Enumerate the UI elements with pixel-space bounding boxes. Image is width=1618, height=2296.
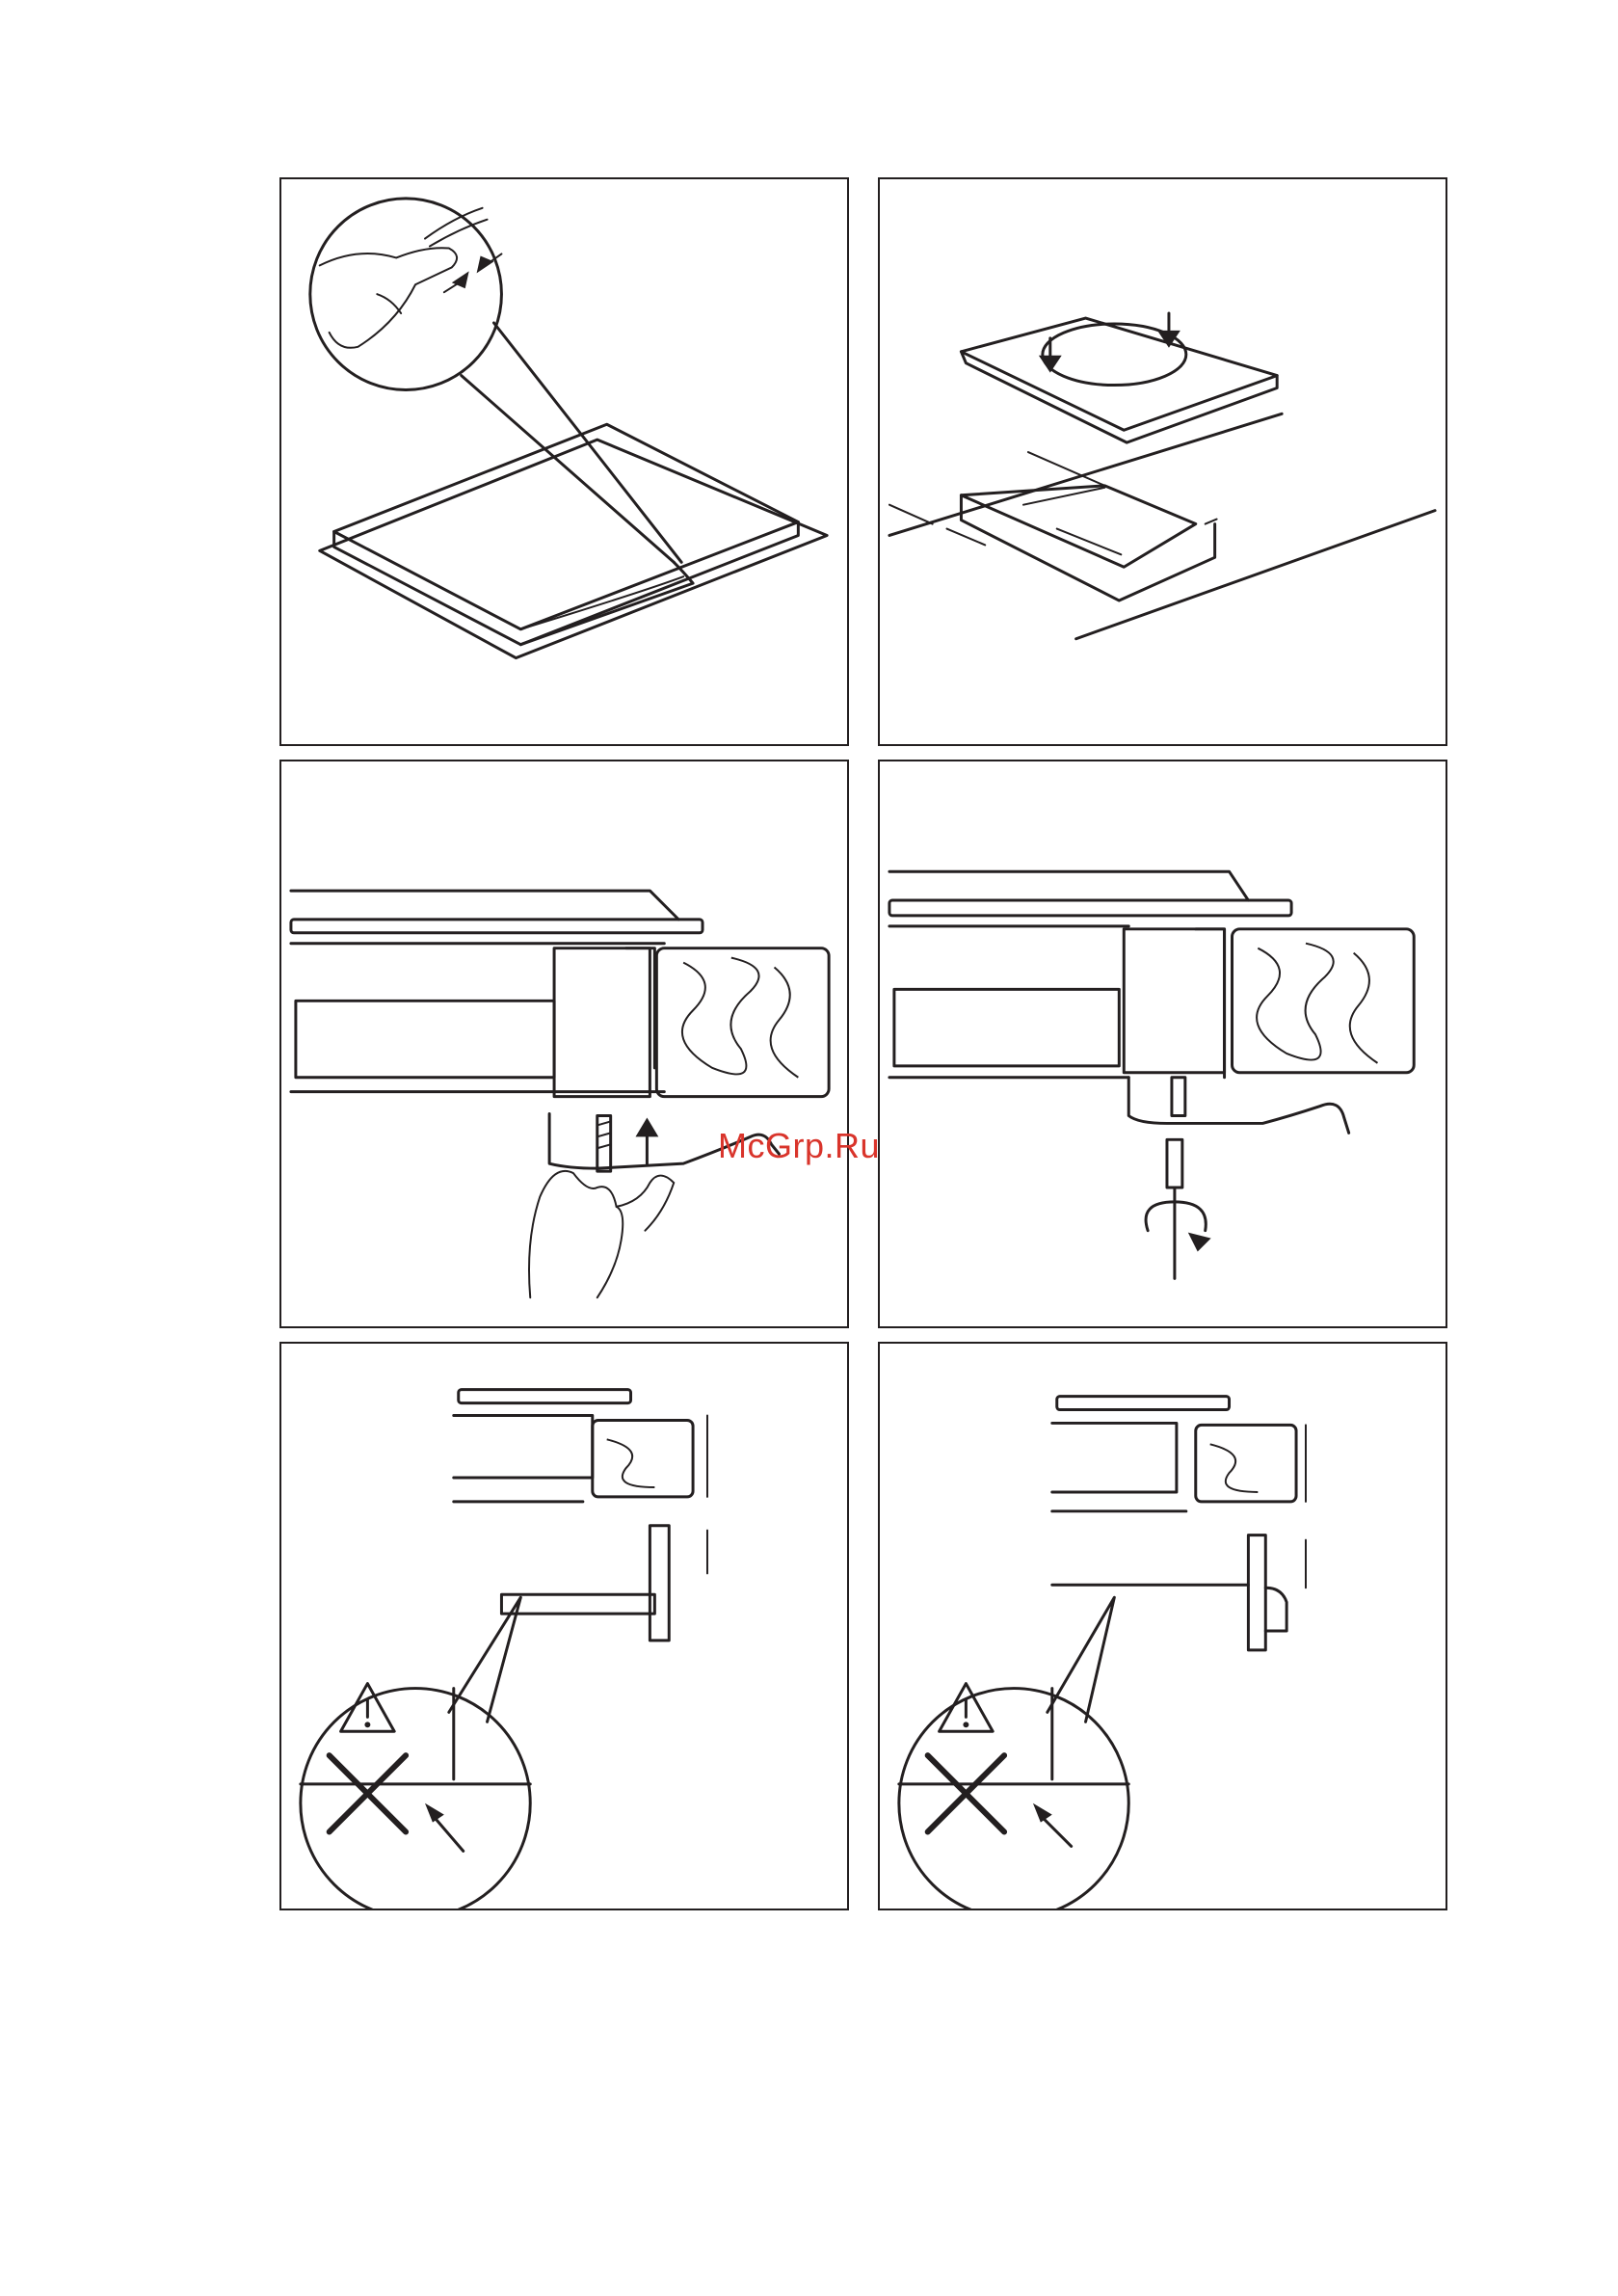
cross-mark-icon [928,1755,1004,1831]
screwdriver-icon [1167,1139,1182,1278]
panel-clearance-panel [878,1342,1447,1910]
bracket-insert-illustration [281,761,847,1326]
panel-cutout-placement [878,177,1447,746]
wood-grain-icon [656,948,829,1097]
panel-clearance-shelf [279,1342,849,1910]
watermark-text: McGrp.Ru [718,1126,880,1166]
panel-screw-tighten [878,760,1447,1328]
cross-mark-icon [330,1755,406,1831]
clearance-panel-illustration [880,1344,1446,1909]
rotate-arrow-icon [1146,1202,1211,1252]
arrow-icon [425,1803,464,1852]
arrow-icon [1033,1803,1072,1847]
wood-grain-icon [1233,929,1415,1073]
up-arrow-icon [635,1117,658,1163]
clearance-shelf-illustration [281,1344,847,1909]
panel-seal-strip [279,177,849,746]
screw-icon [597,1115,611,1171]
seal-strip-illustration [281,179,847,744]
panel-bracket-insert [279,760,849,1328]
screw-tighten-illustration [880,761,1446,1326]
compress-arrows-icon [444,254,502,292]
hand-icon [529,1171,674,1297]
cutout-illustration [880,179,1446,744]
magnifier-circle [310,199,502,390]
down-arrow-icon [1039,313,1180,373]
